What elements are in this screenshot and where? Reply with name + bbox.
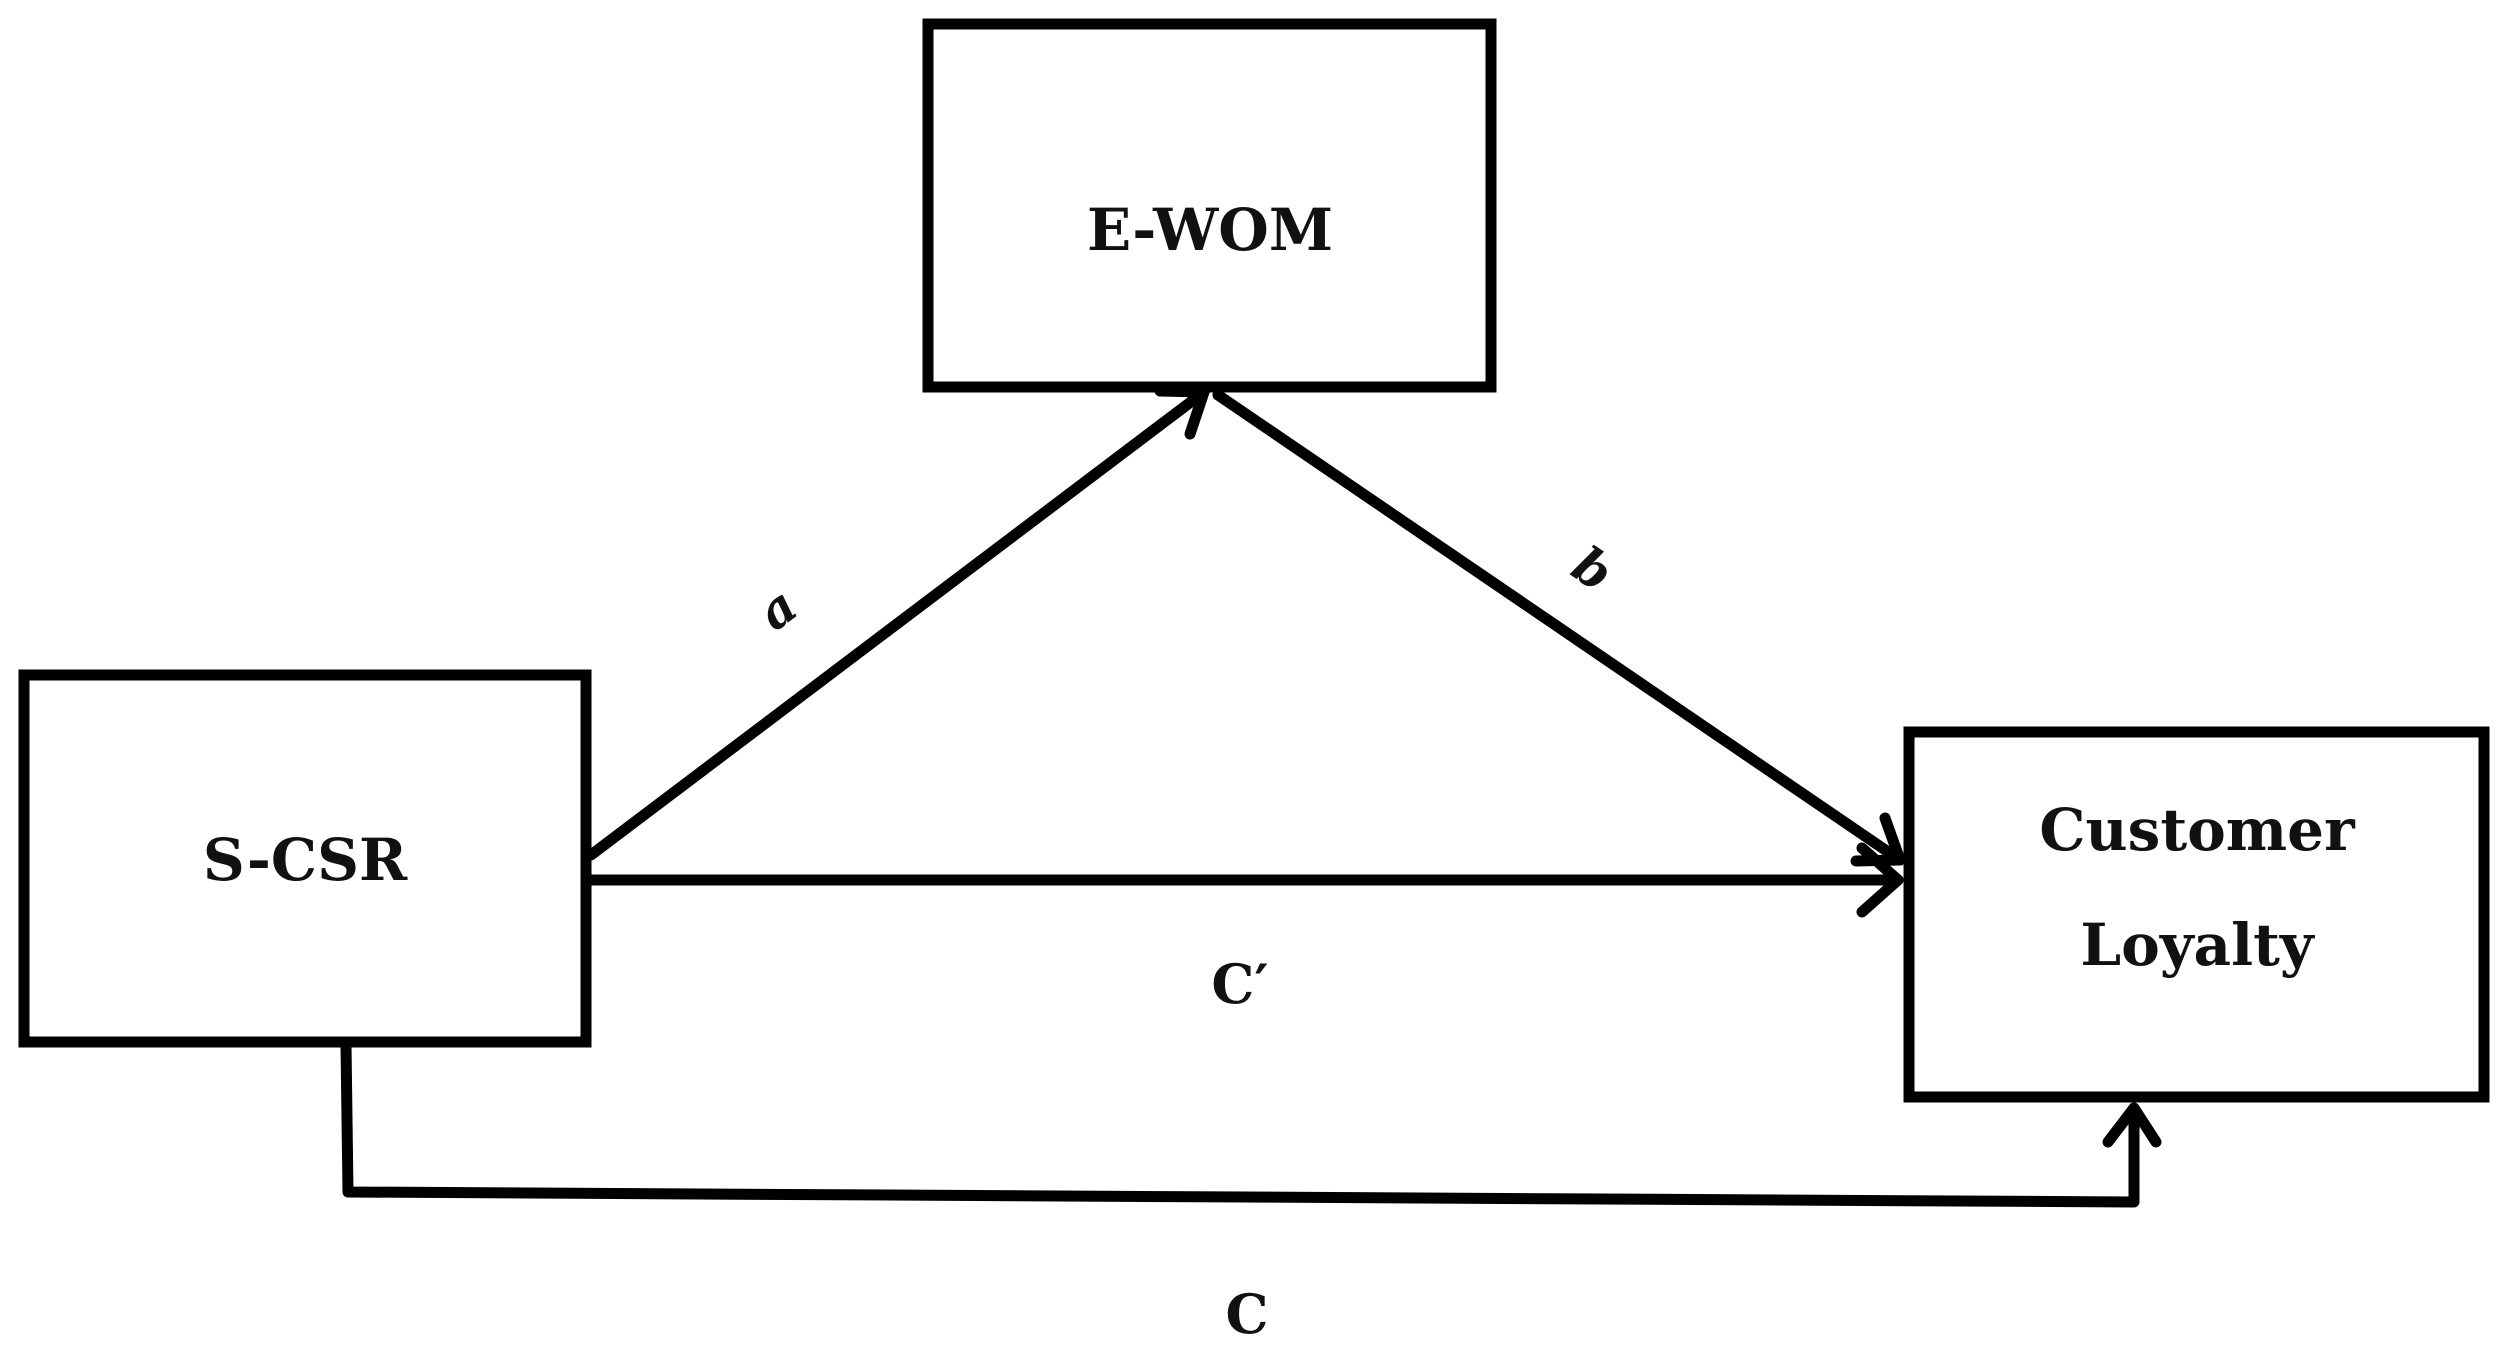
path-c-prime-label: C′ bbox=[1211, 952, 1268, 1016]
s-csr-box bbox=[18, 669, 592, 1048]
path-c-label: C bbox=[1226, 1282, 1269, 1346]
path-c-prime-arrowhead bbox=[1856, 842, 1904, 918]
customer-loyalty-box bbox=[1903, 726, 2490, 1103]
customer-loyalty-label-line1: Customer bbox=[2039, 796, 2356, 864]
e-wom-label: E-WOM bbox=[1087, 196, 1333, 264]
path-b-label: b bbox=[1562, 535, 1624, 603]
e-wom-box bbox=[922, 18, 1497, 393]
path-a-label: a bbox=[746, 575, 807, 642]
s-csr-label: S-CSR bbox=[203, 826, 408, 894]
path-a-arrow bbox=[585, 386, 1210, 861]
customer-loyalty-label-line2: Loyalty bbox=[2080, 911, 2316, 979]
path-c-arrow bbox=[340, 1039, 2140, 1208]
path-a-arrowhead bbox=[1154, 385, 1210, 440]
path-b-arrow bbox=[1212, 389, 1906, 866]
path-c-arrowhead bbox=[2102, 1102, 2162, 1148]
